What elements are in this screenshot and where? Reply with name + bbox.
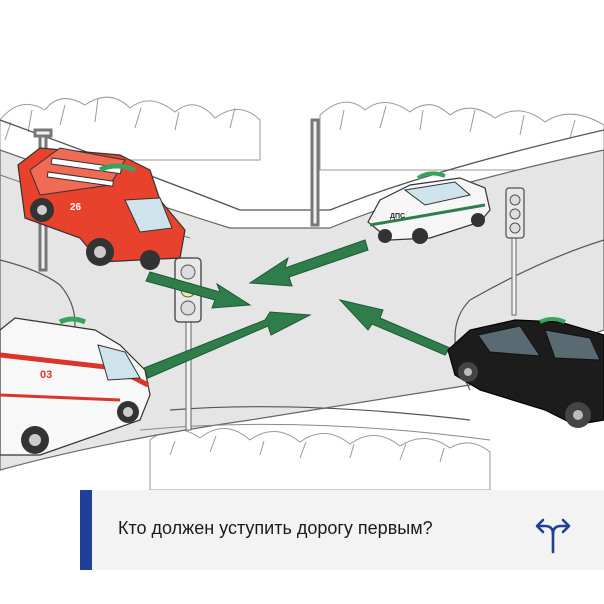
ambulance: 03 xyxy=(0,316,151,456)
question-text: Кто должен уступить дорогу первым? xyxy=(118,518,433,538)
police-car: ДПС xyxy=(367,171,491,244)
fire-truck-number: 26 xyxy=(70,202,82,213)
background-trees xyxy=(0,96,604,491)
black-suv xyxy=(447,317,604,428)
fire-truck: 26 xyxy=(17,147,186,270)
police-car-label: ДПС xyxy=(390,213,405,220)
question-banner: Кто должен уступить дорогу первым? xyxy=(80,490,604,570)
banner-accent-bar xyxy=(80,490,92,570)
traffic-light-right xyxy=(505,187,525,316)
road-fork-arrows-icon xyxy=(535,518,571,554)
ambulance-number: 03 xyxy=(40,369,52,381)
direction-arrows xyxy=(143,239,451,379)
